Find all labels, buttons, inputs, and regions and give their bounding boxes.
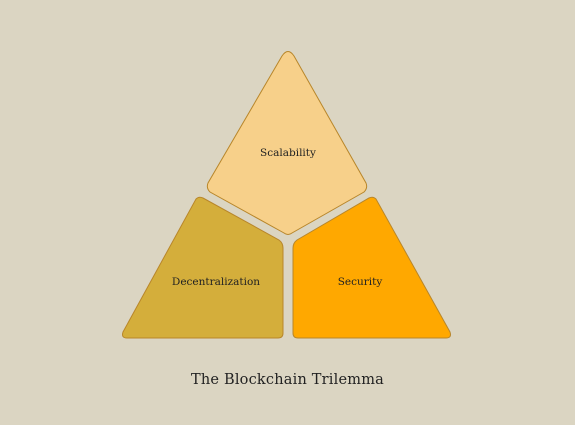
segment-decentralization-shape (122, 196, 284, 339)
segment-security-label: Security (338, 276, 383, 288)
segment-scalability-label: Scalability (260, 147, 316, 159)
diagram-caption: The Blockchain Trilemma (190, 372, 385, 388)
segment-scalability-shape (206, 51, 368, 235)
segment-decentralization-label: Decentralization (172, 276, 260, 288)
segment-scalability: Scalability (206, 51, 368, 235)
segment-decentralization: Decentralization (122, 196, 284, 339)
segment-security: Security (292, 196, 451, 339)
segment-security-shape (292, 196, 451, 339)
